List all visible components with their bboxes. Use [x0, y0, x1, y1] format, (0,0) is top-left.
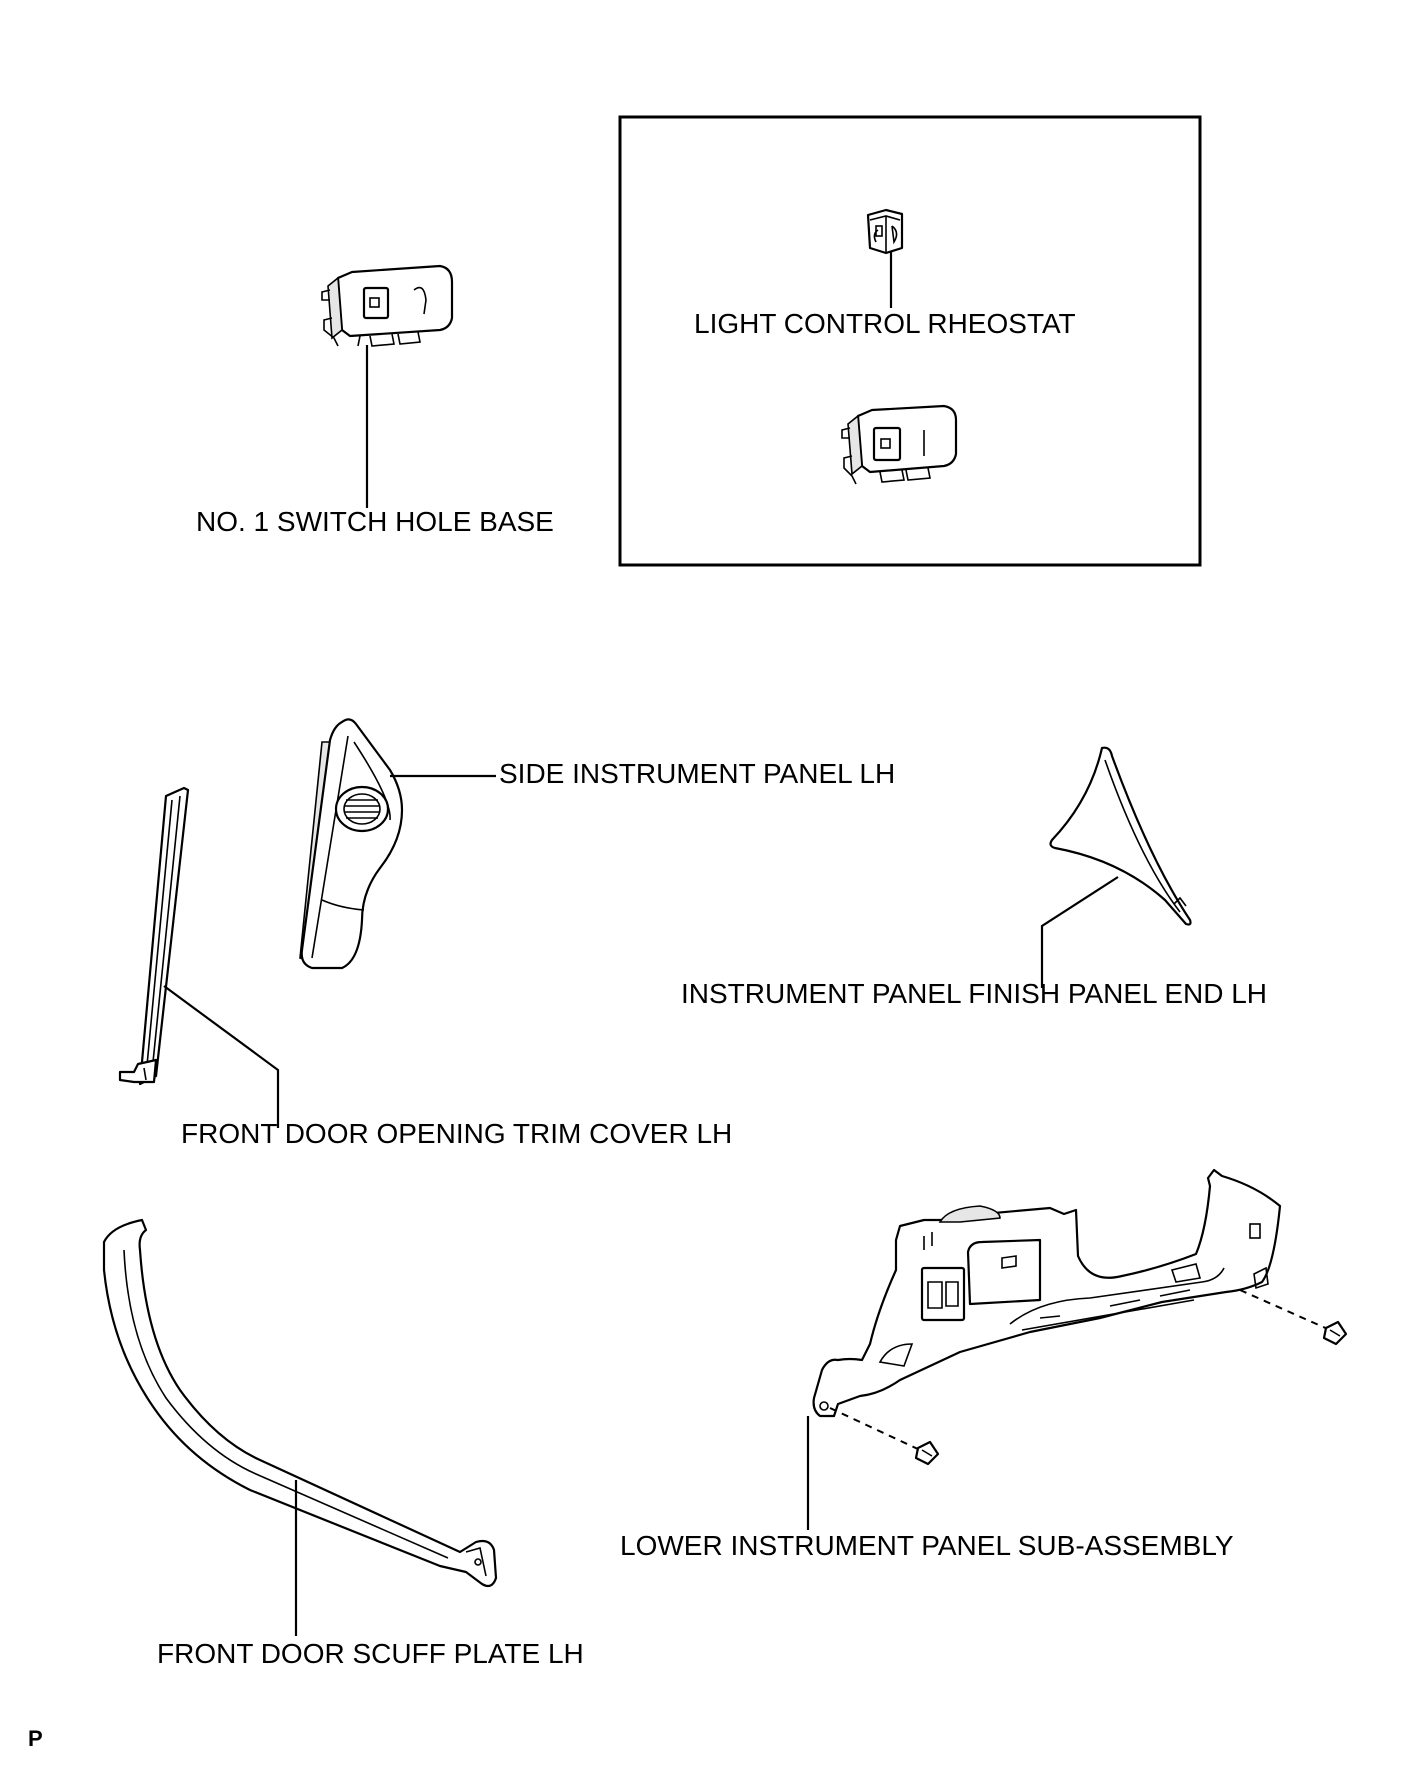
- light-control-rheostat-part: [866, 208, 904, 255]
- label-finish-panel-end: INSTRUMENT PANEL FINISH PANEL END LH: [681, 978, 1268, 1009]
- bolt-line-right: [1239, 1289, 1331, 1331]
- finish-panel-end-part: [1049, 746, 1192, 926]
- bolt-right: [1322, 1320, 1348, 1346]
- switch-hole-base-part: [321, 264, 454, 347]
- label-switch-hole-base: NO. 1 SWITCH HOLE BASE: [196, 506, 554, 537]
- bolt-line-left: [829, 1407, 921, 1451]
- label-door-opening-trim-cover: FRONT DOOR OPENING TRIM COVER LH: [181, 1118, 733, 1149]
- door-opening-trim-cover-part: [118, 786, 190, 1086]
- lower-instrument-panel-part: [812, 1168, 1282, 1418]
- door-opening-trim-cover-leader: [163, 985, 280, 1128]
- label-light-control-rheostat: LIGHT CONTROL RHEOSTAT: [694, 308, 1076, 339]
- figure-code: P: [28, 1726, 43, 1751]
- side-instrument-panel-part: [299, 718, 404, 970]
- door-scuff-plate-part: [102, 1218, 498, 1588]
- bolt-left: [914, 1440, 940, 1466]
- finish-panel-end-leader: [1040, 876, 1119, 988]
- inset-frame: [618, 115, 1202, 567]
- inset-switch-base-part: [841, 404, 958, 485]
- label-door-scuff-plate: FRONT DOOR SCUFF PLATE LH: [157, 1638, 584, 1669]
- label-side-instrument-panel: SIDE INSTRUMENT PANEL LH: [499, 758, 896, 789]
- label-lower-instrument-panel: LOWER INSTRUMENT PANEL SUB-ASSEMBLY: [620, 1530, 1234, 1561]
